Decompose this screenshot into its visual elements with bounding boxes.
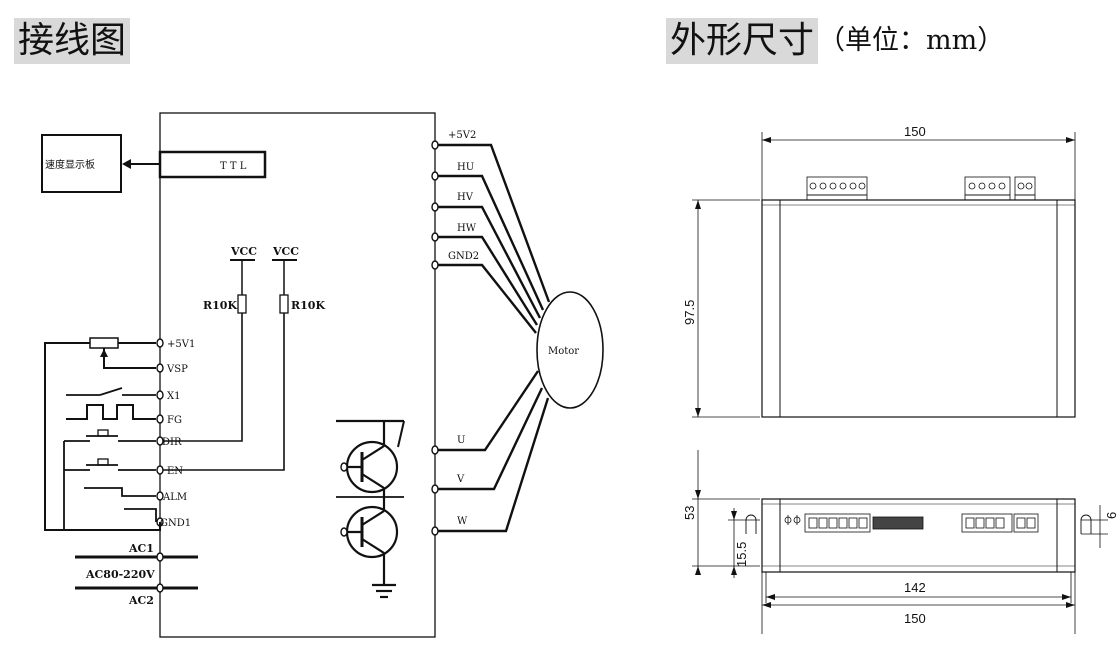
ac-range-label: AC80-220V (85, 568, 155, 581)
terminal-label-gnd2: GND2 (448, 251, 479, 262)
resistor-left (237, 294, 247, 314)
dir-switch (63, 429, 156, 530)
en-pullup-wire (160, 313, 285, 471)
right-terminal-pins (431, 140, 439, 536)
hole-dia-label: 6 (1104, 512, 1119, 519)
dimension-unit: （单位：mm） (818, 25, 1005, 56)
vcc-right-label: VCC (272, 245, 299, 258)
motor-cables (438, 143, 551, 533)
terminal-label-gnd1: GND1 (160, 518, 191, 529)
terminal-label-alm: ALM (162, 492, 187, 503)
terminal-pin (156, 338, 164, 348)
terminal-pin (156, 390, 164, 400)
terminal-pin (431, 232, 439, 242)
terminal-pin (431, 445, 439, 455)
x1-switch (66, 387, 156, 396)
terminal-pin (431, 526, 439, 536)
side-connectors (784, 513, 1039, 533)
motor-label: Motor (548, 346, 579, 357)
ac-pins (156, 552, 164, 593)
vcc-left-label: VCC (230, 245, 257, 258)
phase-label-v: V (456, 474, 465, 485)
height-label: 97.5 (682, 300, 697, 325)
terminal-connector-right (964, 176, 1036, 201)
ac-power-input (75, 555, 198, 590)
resistor-right-label: R10K (291, 299, 325, 312)
ac2-label: AC2 (128, 594, 154, 607)
speed-display-board (41, 134, 122, 193)
speed-display-label: 速度显示板 (45, 158, 95, 171)
top-width-label: 150 (904, 124, 926, 139)
alm-output-wire (84, 487, 156, 497)
terminal-pin (156, 436, 164, 446)
hole-spacing-label: 142 (904, 580, 926, 595)
terminal-label-vsp: VSP (166, 364, 188, 375)
terminal-pin (431, 202, 439, 212)
dir-pullup-wire (160, 313, 243, 442)
ttl-label: T T L (220, 161, 247, 172)
transistor-bridge (336, 419, 405, 599)
motor (536, 291, 604, 409)
terminal-pin (156, 414, 164, 424)
left-terminal-pins (156, 338, 164, 527)
terminal-connector-left (806, 176, 868, 201)
left-terminal-labels: +5V1 VSP X1 FG DIR EN ALM GND1 (160, 339, 195, 529)
ttl-block (158, 150, 267, 179)
wiring-diagram: 速度显示板 T T L VCC R10K VCC R10K +5V1 (41, 112, 604, 638)
dimension-title: 外形尺寸 (666, 18, 819, 64)
terminal-label-5v1: +5V1 (167, 339, 195, 350)
side-height-label: 53 (682, 506, 697, 520)
terminal-pin (431, 484, 439, 494)
en-switch (64, 458, 156, 471)
terminal-label-en: EN (167, 466, 183, 477)
terminal-pin (156, 491, 164, 501)
resistor-right (279, 294, 289, 314)
top-view: 150 97.5 (682, 124, 1076, 418)
terminal-label-dir: DIR (162, 437, 182, 448)
terminal-pin (431, 140, 439, 150)
speed-potentiometer (44, 337, 161, 531)
ac1-label: AC1 (128, 542, 154, 555)
terminal-label-hv: HV (457, 192, 474, 203)
wiring-diagram-title: 接线图 (14, 18, 131, 64)
terminal-label-x1: X1 (167, 391, 180, 402)
hole-offset-label: 15.5 (734, 542, 749, 567)
terminal-pin (156, 552, 164, 562)
terminal-label-hw: HW (457, 223, 477, 234)
bottom-width-label: 150 (904, 611, 926, 626)
side-view: 53 15.5 6 142 150 (682, 450, 1119, 634)
dimension-drawing: 150 97.5 (682, 124, 1119, 634)
terminal-pin (431, 171, 439, 181)
ttl-arrow (122, 159, 131, 169)
controller-box (159, 112, 436, 638)
terminal-label-5v2: +5V2 (448, 130, 476, 141)
gnd1-wire (124, 508, 157, 522)
resistor-left-label: R10K (203, 299, 237, 312)
phase-label-u: U (457, 435, 465, 446)
terminal-label-fg: FG (167, 415, 182, 426)
terminal-label-hu: HU (457, 162, 474, 173)
terminal-pin (431, 260, 439, 270)
fg-pulse-signal (66, 404, 156, 420)
terminal-pin (156, 465, 164, 475)
terminal-pin (156, 583, 164, 593)
terminal-pin (156, 363, 164, 373)
phase-label-w: W (457, 516, 468, 527)
